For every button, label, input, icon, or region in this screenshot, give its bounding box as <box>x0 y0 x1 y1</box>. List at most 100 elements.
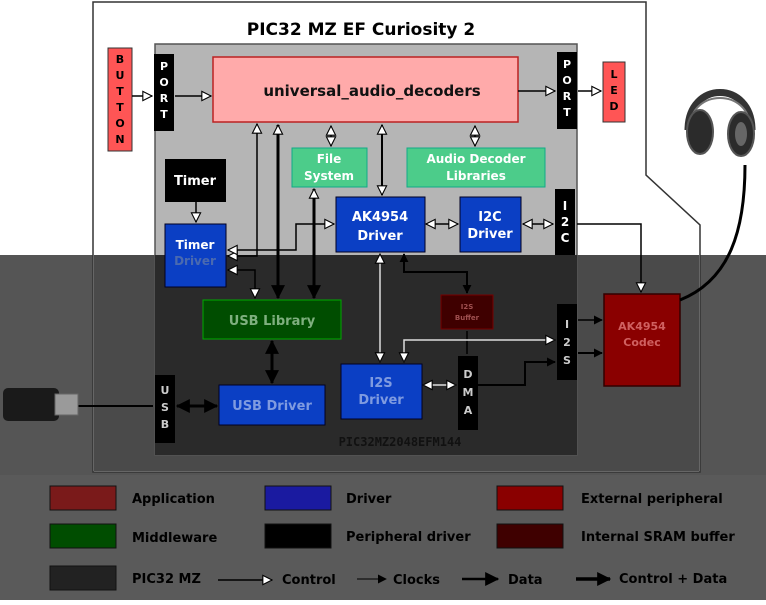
usb-letter: S <box>161 401 169 414</box>
file-system-line1: File <box>317 152 342 166</box>
audio-libs-line1: Audio Decoder <box>426 152 525 166</box>
usb-library-block: USB Library <box>202 299 342 340</box>
ak4954-driver-line1: AK4954 <box>352 210 408 225</box>
port-letter: P <box>160 60 168 73</box>
headphones-icon <box>684 89 756 157</box>
legend-swatch-internal-sram <box>496 523 564 549</box>
headphone-cable <box>679 164 747 302</box>
port-letter: O <box>562 74 571 87</box>
port-letter: T <box>160 108 168 121</box>
legend-swatch-driver <box>264 485 332 511</box>
i2c-port-block: I 2 C <box>555 189 575 255</box>
legend-peripheral-driver: Peripheral driver <box>346 530 471 545</box>
chip-label: PIC32MZ2048EFM144 <box>339 435 462 449</box>
timer-peripheral-block: Timer <box>165 159 226 202</box>
usb-driver-block: USB Driver <box>218 384 326 426</box>
file-system-block: File System <box>291 147 368 188</box>
arrow-timerdriver-usblib <box>228 270 255 298</box>
legend-control-data: Control + Data <box>619 572 727 587</box>
i2s-letter: S <box>563 354 571 367</box>
i2s-letter: 2 <box>563 336 571 349</box>
legend-internal-sram: Internal SRAM buffer <box>581 530 735 545</box>
arrow-dma-i2sport <box>478 357 556 386</box>
i2c-driver-line1: I2C <box>478 210 501 225</box>
arrow-ak4954-i2sbuffer <box>399 253 472 294</box>
decoders-block: universal_audio_decoders <box>212 56 519 123</box>
i2s-letter: I <box>565 318 569 331</box>
timer-peripheral-label: Timer <box>174 174 217 189</box>
i2c-letter: 2 <box>561 215 569 229</box>
usb-driver-label: USB Driver <box>232 399 312 414</box>
i2s-driver-line1: I2S <box>369 376 392 391</box>
port-letter: R <box>563 90 572 103</box>
legend-application: Application <box>132 492 215 507</box>
port-left-block: P O R T <box>154 54 174 131</box>
i2s-driver-block: I2S Driver <box>340 363 423 420</box>
legend-swatch-application <box>49 485 117 511</box>
legend-swatch-peripheral-driver <box>264 523 332 549</box>
ak4954-codec-block: AK4954 Codec <box>603 293 681 387</box>
connections <box>78 91 747 413</box>
decoders-label: universal_audio_decoders <box>263 82 480 100</box>
i2s-buffer-line1: I2S <box>461 303 474 311</box>
i2c-driver-block: I2C Driver <box>459 196 522 253</box>
arrow-i2sdriver-i2sport <box>404 340 555 362</box>
led-letter: D <box>609 100 618 113</box>
button-letter: T <box>116 101 124 114</box>
legend-swatch-external <box>496 485 564 511</box>
legend-external-peripheral: External peripheral <box>581 492 723 507</box>
button-letter: T <box>116 85 124 98</box>
button-letter: O <box>115 117 124 130</box>
audio-libs-block: Audio Decoder Libraries <box>406 147 546 188</box>
dma-letter: M <box>463 386 474 399</box>
legend-driver: Driver <box>346 492 392 507</box>
ak4954-driver-block: AK4954 Driver <box>335 196 426 253</box>
dma-letter: D <box>463 368 472 381</box>
port-right-block: P O R T <box>557 52 577 129</box>
usb-letter: B <box>161 418 169 431</box>
port-letter: P <box>563 58 571 71</box>
legend-control: Control <box>282 573 336 588</box>
legend-middleware: Middleware <box>132 531 217 546</box>
legend-clocks: Clocks <box>393 573 440 588</box>
file-system-line2: System <box>304 169 354 183</box>
led-letter: E <box>610 84 618 97</box>
ak4954-driver-line2: Driver <box>357 229 403 244</box>
i2s-port-block: I 2 S <box>557 304 577 380</box>
legend-data: Data <box>508 573 543 588</box>
dma-block: D M A <box>458 356 478 430</box>
board-title: PIC32 MZ EF Curiosity 2 <box>247 20 476 40</box>
i2c-letter: C <box>561 231 570 245</box>
legend-pic32mz: PIC32 MZ <box>132 572 201 587</box>
i2s-driver-line2: Driver <box>358 393 404 408</box>
i2s-buffer-line2: Buffer <box>455 314 480 322</box>
port-letter: T <box>563 106 571 119</box>
audio-libs-line2: Libraries <box>446 169 506 183</box>
timer-driver-block: Timer Driver <box>164 223 227 288</box>
i2c-letter: I <box>563 199 567 213</box>
ak4954-codec-line2: Codec <box>623 336 661 349</box>
port-letter: R <box>160 92 169 105</box>
button-letter: N <box>115 133 124 146</box>
button-letter: B <box>116 53 124 66</box>
i2c-driver-line2: Driver <box>467 227 513 242</box>
led-letter: L <box>610 68 617 81</box>
port-letter: O <box>159 76 168 89</box>
legend: Application Driver External peripheral M… <box>49 485 735 591</box>
arrow-i2cport-codec <box>577 223 641 292</box>
led-block: L E D <box>602 61 626 123</box>
legend-swatch-pic32mz <box>49 565 117 591</box>
usb-port-block: U S B <box>155 375 175 443</box>
button-letter: U <box>116 69 125 82</box>
i2s-buffer-block: I2S Buffer <box>440 294 494 330</box>
timer-driver-line2: Driver <box>174 254 216 268</box>
usb-stick-icon <box>3 388 79 421</box>
usb-letter: U <box>161 384 170 397</box>
ak4954-codec-line1: AK4954 <box>618 320 666 333</box>
timer-driver-line1: Timer <box>176 238 215 252</box>
arrow-timerdriver-decoders <box>228 124 257 256</box>
usb-library-label: USB Library <box>229 314 316 329</box>
dma-letter: A <box>464 404 473 417</box>
legend-swatch-middleware <box>49 523 117 549</box>
button-block: B U T T O N <box>107 47 133 152</box>
